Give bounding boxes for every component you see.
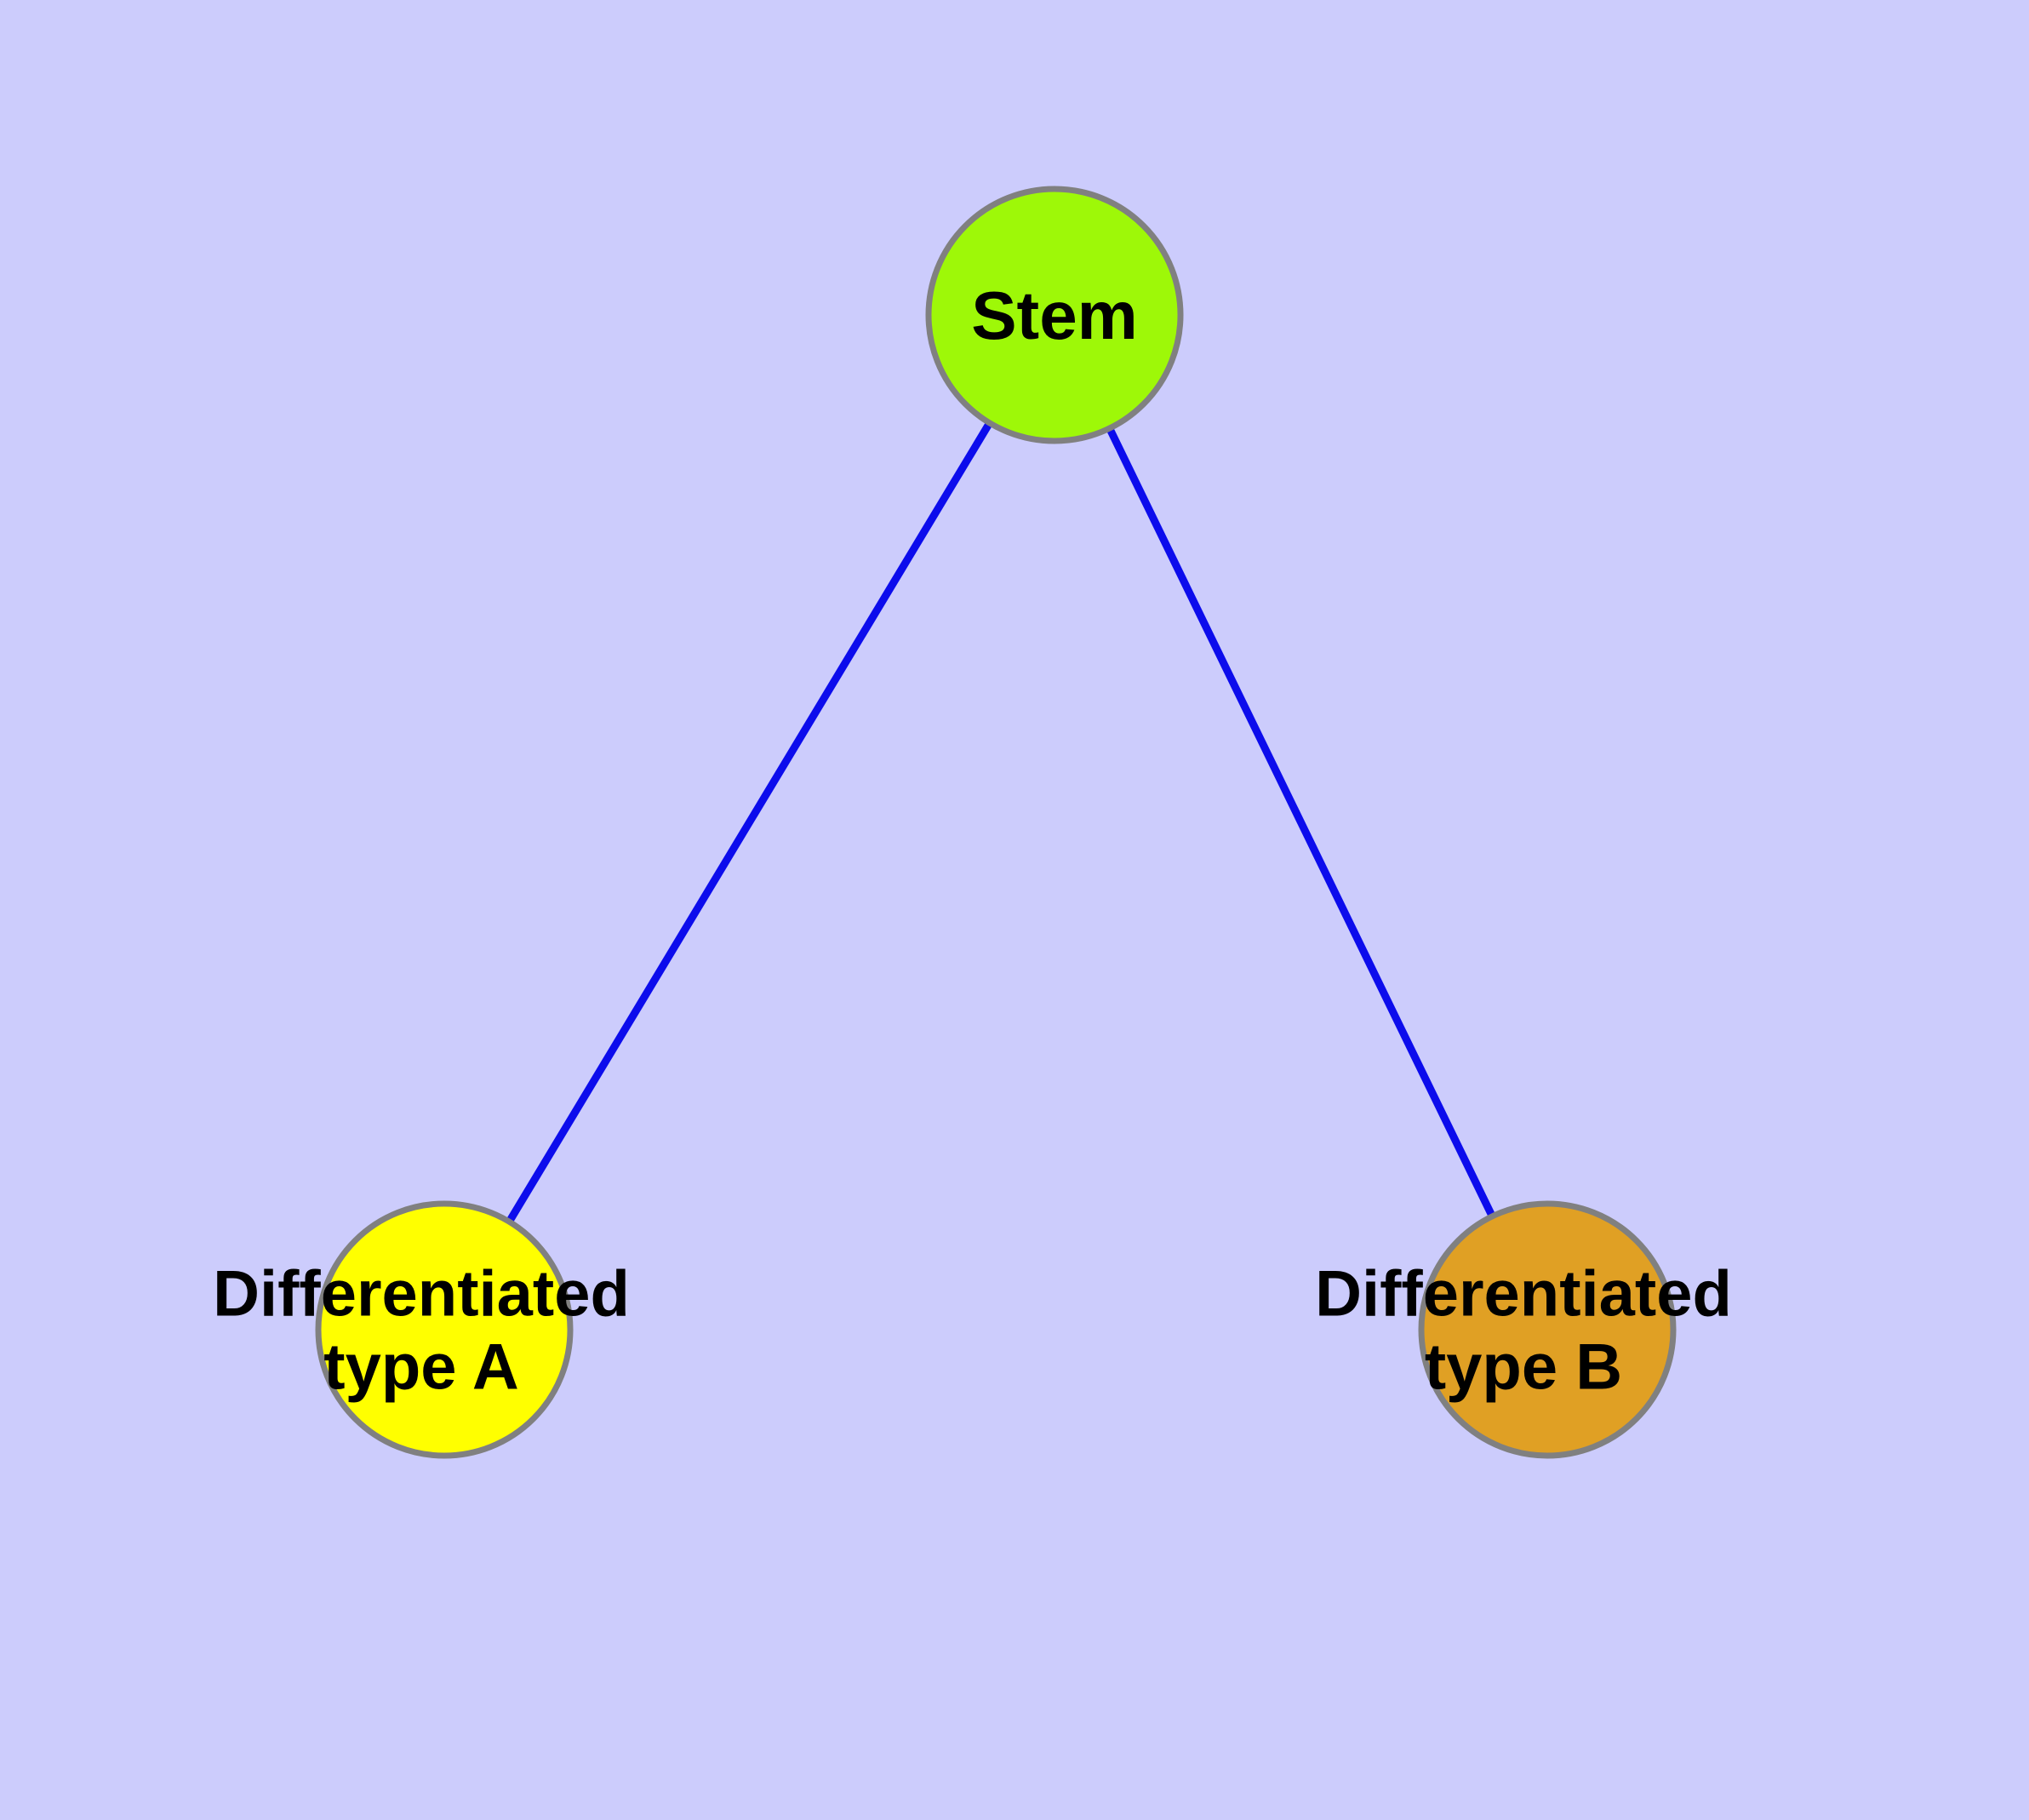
edge-stem-to-diff_a[interactable] bbox=[441, 312, 1058, 1332]
node-label-line: Stem bbox=[971, 278, 1138, 353]
node-label-line: type B bbox=[1425, 1331, 1622, 1404]
node-diff_b[interactable] bbox=[1418, 1200, 1677, 1459]
node-stem[interactable] bbox=[925, 186, 1184, 444]
node-label-line: Differentiated bbox=[213, 1258, 630, 1331]
node-label-stem: Stem bbox=[971, 278, 1138, 353]
nodes-layer bbox=[315, 186, 1677, 1459]
edge-stem-to-diff_b[interactable] bbox=[1050, 313, 1552, 1331]
node-label-line: type A bbox=[323, 1331, 518, 1404]
edges-layer bbox=[441, 312, 1552, 1332]
node-label-line: Differentiated bbox=[1315, 1258, 1732, 1331]
node-diff_a[interactable] bbox=[315, 1200, 574, 1459]
